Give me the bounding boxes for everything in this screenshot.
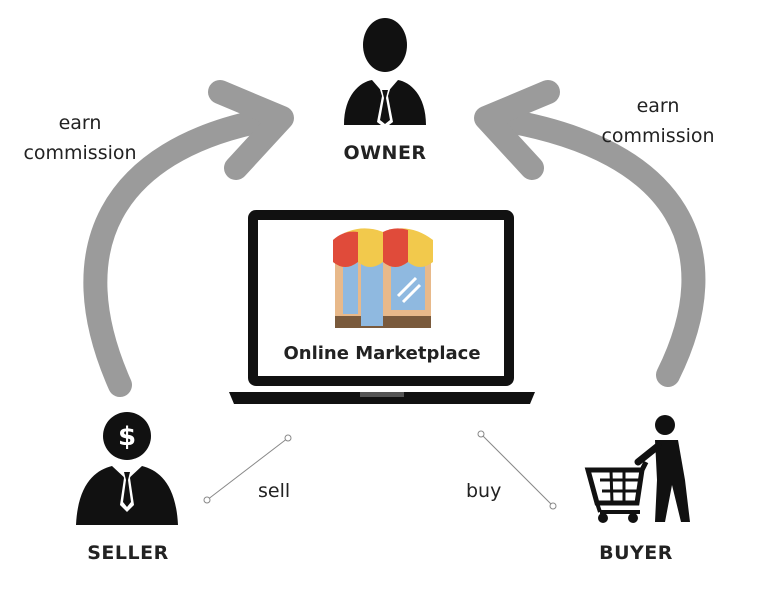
left-commission-label-line2: commission (23, 142, 137, 164)
dollar-sign-icon: $ (118, 422, 136, 452)
right-commission-arrow (474, 80, 706, 387)
sell-connector (203, 434, 292, 504)
right-commission-label-line2: commission (601, 125, 715, 147)
buy-connector (477, 430, 557, 510)
seller-dollar-icon (76, 412, 178, 525)
marketplace-title: Online Marketplace (283, 343, 481, 364)
right-commission-label-line1: earn (636, 95, 680, 117)
owner-label: OWNER (343, 142, 427, 164)
shopping-cart-person-icon (584, 415, 690, 523)
buy-label: buy (466, 480, 502, 502)
storefront-icon (333, 228, 433, 328)
left-commission-label-line1: earn (58, 112, 102, 134)
sell-label: sell (258, 480, 291, 502)
seller-label: SELLER (87, 542, 169, 564)
buyer-label: BUYER (599, 542, 673, 564)
businessman-icon (344, 18, 426, 128)
left-commission-arrow (83, 80, 294, 397)
